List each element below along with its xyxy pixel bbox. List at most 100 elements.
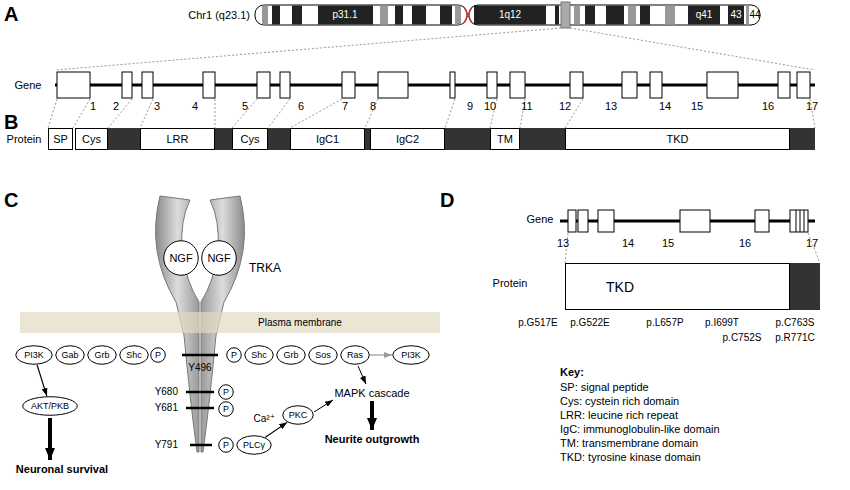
exon-box bbox=[450, 72, 455, 98]
signal-protein-oval: Grb bbox=[276, 345, 306, 365]
key-entry: TKD: tyrosine kinase domain bbox=[560, 452, 701, 463]
row-label: Gene bbox=[527, 214, 554, 225]
exon-number: 15 bbox=[662, 238, 674, 249]
oval-shape bbox=[219, 402, 234, 417]
oval-shape bbox=[16, 346, 53, 365]
ligand-circle: NGF bbox=[201, 240, 237, 276]
domain-box: IgC1 bbox=[290, 128, 365, 150]
node-text-box: Sos bbox=[308, 345, 338, 365]
node-text: P bbox=[223, 441, 229, 450]
mutation-label: p.I699T bbox=[705, 318, 739, 328]
exon-box bbox=[203, 72, 215, 98]
node-text: PI3K bbox=[401, 351, 421, 360]
oval-shape bbox=[393, 346, 430, 365]
node-text: TKD bbox=[667, 134, 689, 145]
node-text: P bbox=[223, 405, 229, 414]
exon-box bbox=[622, 72, 637, 98]
phospho-circle: P bbox=[218, 384, 234, 400]
oval-shape bbox=[120, 346, 149, 365]
chromosome-label: Chr1 (q23.1) bbox=[188, 10, 250, 21]
tyrosine-mark bbox=[186, 407, 214, 410]
exon-box bbox=[650, 72, 662, 98]
exon-number: 17 bbox=[806, 238, 818, 249]
tyrosine-mark bbox=[182, 354, 218, 357]
exon-box bbox=[790, 210, 808, 232]
exon-number: 1 bbox=[90, 101, 96, 112]
ligand-circle: NGF bbox=[163, 240, 199, 276]
node-text-box: Gab bbox=[55, 345, 85, 365]
node-text: Gab bbox=[61, 351, 78, 360]
zoom-line bbox=[55, 28, 561, 70]
chromosome-arm bbox=[255, 5, 467, 25]
node-text-box: Shc bbox=[244, 345, 274, 365]
signal-arrow bbox=[37, 365, 47, 396]
oval-shape bbox=[151, 348, 166, 363]
key-entry: SP: signal peptide bbox=[560, 382, 649, 393]
linker-segment bbox=[215, 128, 232, 150]
node-text: PLCγ bbox=[243, 441, 265, 450]
panel-letter: B bbox=[4, 112, 18, 132]
chromosome-band bbox=[665, 6, 675, 25]
node-text: AKT/PKB bbox=[31, 402, 69, 411]
linker-segment bbox=[790, 128, 815, 150]
signal-arrow bbox=[265, 422, 287, 437]
chromosome-arm bbox=[469, 5, 760, 25]
linker-segment bbox=[268, 128, 290, 150]
residue-label: Y496 bbox=[188, 363, 211, 373]
oval-shape bbox=[227, 348, 242, 363]
kinase-oval: AKT/PKB bbox=[22, 396, 78, 416]
signal-protein-oval: PI3K bbox=[15, 345, 53, 365]
exon-number: 6 bbox=[298, 101, 304, 112]
oval-shape bbox=[23, 397, 78, 416]
node-text-box: NGF bbox=[201, 240, 237, 276]
phospho-circle: P bbox=[150, 347, 166, 363]
exon-box bbox=[778, 72, 790, 98]
mutation-label: p.R771C bbox=[775, 333, 814, 343]
row-label: Protein bbox=[493, 278, 528, 289]
mapping-line bbox=[268, 99, 290, 128]
row-label: Protein bbox=[7, 134, 42, 145]
node-text: Shc bbox=[251, 351, 267, 360]
linker-segment bbox=[108, 128, 140, 150]
exon-number: 16 bbox=[739, 238, 751, 249]
mapping-line bbox=[48, 99, 57, 128]
chromosome-band bbox=[574, 6, 580, 25]
chromosome-band bbox=[555, 6, 559, 25]
exon-number: 13 bbox=[557, 238, 569, 249]
node-text-box: P bbox=[150, 347, 166, 363]
node-text: PKC bbox=[289, 411, 308, 420]
exon-number: 14 bbox=[622, 238, 634, 249]
band-label: q41 bbox=[696, 10, 713, 20]
exon-number: 3 bbox=[154, 101, 160, 112]
exon-number: 9 bbox=[467, 101, 473, 112]
chromosome-band bbox=[606, 6, 624, 25]
mapping-line bbox=[140, 99, 153, 128]
node-text: P bbox=[231, 351, 237, 360]
node-text: SP bbox=[53, 134, 68, 145]
band-label: 43 bbox=[730, 10, 741, 20]
exon-box bbox=[797, 72, 810, 98]
oval-shape bbox=[88, 346, 117, 365]
mutation-label: p.G522E bbox=[570, 318, 609, 328]
phospho-circle: P bbox=[218, 437, 234, 453]
exon-box bbox=[568, 210, 576, 232]
phospho-circle: P bbox=[218, 401, 234, 417]
exon-box bbox=[578, 210, 588, 232]
key-entry: Cys: cystein rich domain bbox=[560, 396, 679, 407]
oval-shape bbox=[219, 438, 234, 453]
locus-highlight bbox=[561, 2, 570, 28]
exon-number: 11 bbox=[521, 101, 532, 112]
node-text: PI3K bbox=[24, 351, 44, 360]
mapping-line bbox=[365, 99, 378, 128]
band-label: p31.1 bbox=[332, 10, 357, 20]
exon-box bbox=[57, 72, 90, 98]
node-text: Ras bbox=[347, 351, 363, 360]
linker-segment bbox=[790, 263, 820, 310]
oval-shape bbox=[202, 241, 237, 276]
exon-box bbox=[570, 72, 583, 98]
centromere-mark bbox=[464, 7, 472, 23]
oval-shape bbox=[277, 346, 306, 365]
exon-box bbox=[598, 210, 614, 232]
node-text-box: P bbox=[218, 437, 234, 453]
